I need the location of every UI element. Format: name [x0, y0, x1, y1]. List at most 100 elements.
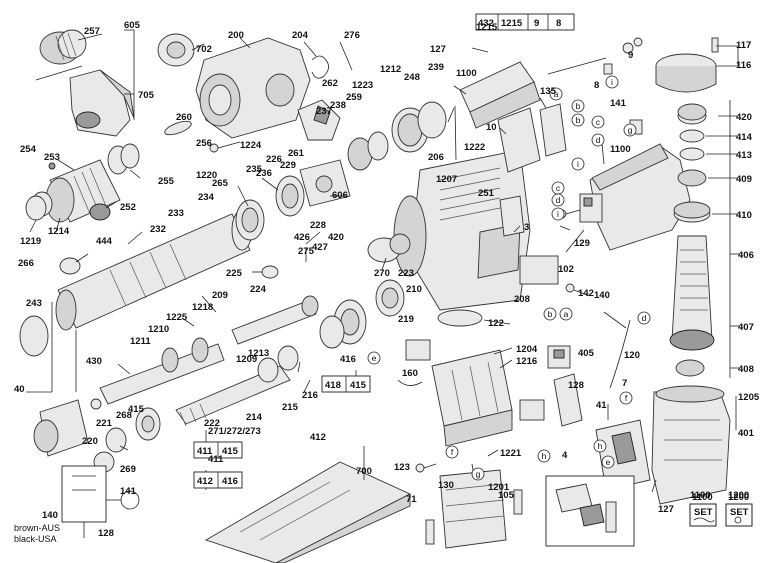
part-number-label: 252 [120, 202, 136, 213]
set-number: 1200 [728, 492, 749, 503]
rod-part [35, 65, 83, 81]
part-number-label: 261 [288, 148, 305, 159]
callout-letter-c: c [596, 117, 601, 127]
wiring-legend-aus: brown-AUS [14, 523, 60, 533]
part-number-label: 412 [310, 432, 326, 443]
bearing-409-part [677, 169, 707, 187]
part-number-label: 251 [478, 188, 495, 199]
callout-circle-i2 [571, 157, 585, 171]
spring-215-part [257, 357, 279, 383]
box-row-412: 412 416 [193, 471, 243, 489]
clip-123-part [425, 519, 435, 545]
part-number-label: 128 [98, 528, 114, 539]
bearing-208-part [375, 279, 405, 317]
clip-123b-part [513, 489, 523, 515]
part-number-label: 224 [250, 284, 267, 295]
part-number-label: 233 [168, 208, 184, 219]
part-number-label: 266 [18, 258, 34, 269]
box-cell: 9 [534, 18, 539, 29]
part-number-label: 141 [120, 486, 137, 497]
part-number-label: 117 [736, 40, 751, 51]
gear-wheel-236-part [275, 175, 305, 217]
part-number-label: 129 [574, 238, 590, 249]
armature-part [669, 235, 715, 351]
part-number-label: 256 [196, 138, 212, 149]
shaft-432-part [547, 57, 607, 75]
part-number-label: 1207 [436, 174, 457, 185]
callout-circle-f1 [619, 391, 633, 405]
gear-268-part [105, 427, 127, 453]
callout-letter-a: a [554, 89, 559, 99]
brush-holder-set-part [545, 475, 635, 547]
callout-circle-i3 [551, 207, 565, 221]
wiring-diagram [61, 465, 140, 538]
pin-224-part [261, 265, 279, 279]
gear-housing-part [195, 37, 311, 139]
part-number-label: 700 [356, 466, 372, 477]
part-number-label: 444 [96, 236, 113, 247]
part-number-label: 411 [208, 454, 224, 465]
side-handle-part [69, 69, 135, 137]
callout-circle-b1 [571, 99, 585, 113]
pin-part [339, 41, 353, 71]
part-number-label: 105 [498, 490, 515, 501]
rotor-210-part [367, 233, 411, 263]
box-cell: 416 [222, 476, 238, 487]
part-number-label: 1216 [516, 356, 537, 367]
callout-letter-b: b [576, 101, 581, 111]
part-number-label: 1218 [192, 302, 213, 313]
callout-circle-d1 [591, 133, 605, 147]
part-number-label: 120 [624, 350, 640, 361]
set-word: SET [694, 507, 713, 518]
callout-letter-h: h [542, 451, 547, 461]
part-number-label: 206 [428, 152, 444, 163]
fan-410-part [673, 201, 711, 223]
callout-letter-i: i [577, 159, 579, 169]
brush-icon [734, 516, 742, 524]
part-number-label: 415 [128, 404, 145, 415]
carry-case-part [204, 461, 412, 563]
part-number-label: 408 [738, 364, 754, 375]
callout-circle-d2 [551, 193, 565, 207]
part-number-label: 236 [256, 168, 272, 179]
callout-letter-f: f [625, 393, 628, 403]
callout-letter-g: g [476, 469, 481, 479]
part-number-label: 409 [736, 174, 752, 185]
set-icon-1200: 1200 SET [725, 492, 753, 527]
part-number-label: 1200 [728, 490, 749, 501]
part-number-label: 1213 [248, 348, 269, 359]
box-row-418: 418 415 [321, 375, 371, 393]
callout-circle-b2 [571, 113, 585, 127]
callout-letter-d: d [556, 195, 561, 205]
part-number-label: 1220 [196, 170, 217, 181]
part-number-label: 140 [42, 510, 58, 521]
plate-226-part [299, 159, 351, 207]
screw-256-part [209, 141, 241, 153]
callout-circle-c1 [591, 115, 605, 129]
callout-circle-i1 [605, 75, 619, 89]
part-number-label: 605 [124, 20, 141, 31]
part-number-label: 1222 [464, 142, 485, 153]
set-number: 1100 [692, 492, 713, 503]
part-number-label: 71 [406, 494, 417, 505]
part-number-label: 123 [394, 462, 410, 473]
callout-circle-h2 [593, 439, 607, 453]
part-number-label: 407 [738, 322, 754, 333]
part-number-label: 142 [578, 288, 594, 299]
part-number-label: 406 [738, 250, 754, 261]
callout-letter-d: d [596, 135, 601, 145]
part-number-label: 1212 [380, 64, 401, 75]
lever-part [297, 99, 341, 141]
part-number-label: 275 [298, 246, 315, 257]
part-number-label: 248 [404, 72, 420, 83]
part-number-label: 220 [82, 436, 98, 447]
screw-122-part [565, 283, 591, 297]
bearing-408-part [675, 359, 705, 377]
ball-254-part [48, 162, 56, 170]
part-number-label: 8 [594, 80, 599, 91]
part-number-label: 276 [344, 30, 360, 41]
field-coil-part [431, 349, 513, 447]
part-number-label: 141 [610, 98, 627, 109]
